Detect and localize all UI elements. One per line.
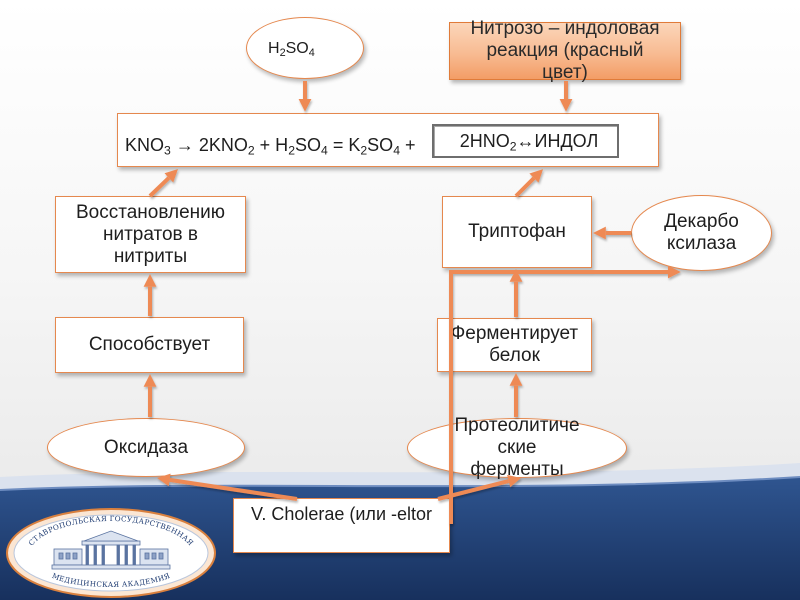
proteolytic-enzymes-node: Протеолитиче ские ферменты <box>407 415 627 480</box>
equation-subscript: 2 <box>247 143 255 158</box>
node-label: Способствует <box>88 334 211 355</box>
tryptophan-node: Триптофан <box>442 196 592 268</box>
promotes-node: Способствует <box>55 317 244 373</box>
equation-part: = K <box>327 135 361 155</box>
node-label: Оксидаза <box>103 436 189 458</box>
node-label-line: ксилаза <box>666 233 737 254</box>
equation-result-box: 2HNO2↔ИНДОЛ <box>432 124 619 158</box>
vibrio-cholerae-node: V. Cholerae (или -eltor <box>233 498 450 553</box>
equation-text: KNO3 → 2KNO2 + H2SO4 = K2SO4 + <box>125 134 416 158</box>
equation-subscript: 2 <box>360 143 368 158</box>
ferments-protein-node: Ферментирует белок <box>437 318 592 372</box>
equation-subscript: 4 <box>393 143 400 158</box>
node-label-line: нитратов в <box>102 223 199 245</box>
equation-node: KNO3 → 2KNO2 + H2SO4 = K2SO4 + 2HNO2↔ИНД… <box>117 113 659 167</box>
equation-part: SO <box>295 135 322 155</box>
oxidase-node: Оксидаза <box>47 418 245 477</box>
equation-part: + <box>400 135 416 155</box>
formula-part: SO <box>285 40 309 57</box>
node-label-line: ферменты <box>470 459 564 480</box>
nitrate-reduction-node: Восстановлению нитратов в нитриты <box>55 196 246 273</box>
decarboxylase-node: Декарбо ксилаза <box>631 195 772 271</box>
node-label-line: белок <box>489 345 540 366</box>
equation-part: SO <box>367 135 394 155</box>
sulfuric-acid-formula: H2SO4 <box>268 39 315 59</box>
node-label-line: Восстановлению <box>75 201 226 223</box>
node-label: Триптофан <box>468 221 566 242</box>
equation-subscript: 2 <box>288 143 295 158</box>
equation-part: KNO <box>125 135 165 155</box>
equation-result-part: ↔ИНДОЛ <box>516 131 599 151</box>
building-icon <box>51 530 171 570</box>
equation-part: + H <box>254 135 289 155</box>
equation-result-subscript: 2 <box>509 139 517 154</box>
node-label-line: ские <box>497 437 537 458</box>
academy-logo: СТАВРОПОЛЬСКАЯ ГОСУДАРСТВЕННАЯ МЕДИЦИНСК… <box>6 508 216 598</box>
node-label-line: Протеолитиче <box>454 415 580 436</box>
node-label-line: цвет) <box>542 62 588 83</box>
node-label-line: нитриты <box>113 245 188 267</box>
formula-part: H <box>268 40 280 57</box>
node-label-line: Ферментирует <box>450 323 579 344</box>
sulfuric-acid-node: H2SO4 <box>246 17 364 79</box>
node-label: V. Cholerae (или -eltor <box>250 504 433 524</box>
node-label-line: Нитрозо – индоловая <box>470 18 660 39</box>
equation-subscript: 3 <box>164 143 171 158</box>
node-label-line: Декарбо <box>664 211 739 232</box>
node-label-line: реакция (красный <box>486 40 644 61</box>
equation-part: → 2KNO <box>170 135 248 155</box>
nitroso-indole-reaction-node: Нитрозо – индоловая реакция (красный цве… <box>449 18 681 83</box>
equation-result-part: 2HNO <box>459 131 510 151</box>
formula-subscript: 4 <box>308 47 315 60</box>
formula-subscript: 2 <box>279 47 286 60</box>
equation-subscript: 4 <box>321 143 328 158</box>
